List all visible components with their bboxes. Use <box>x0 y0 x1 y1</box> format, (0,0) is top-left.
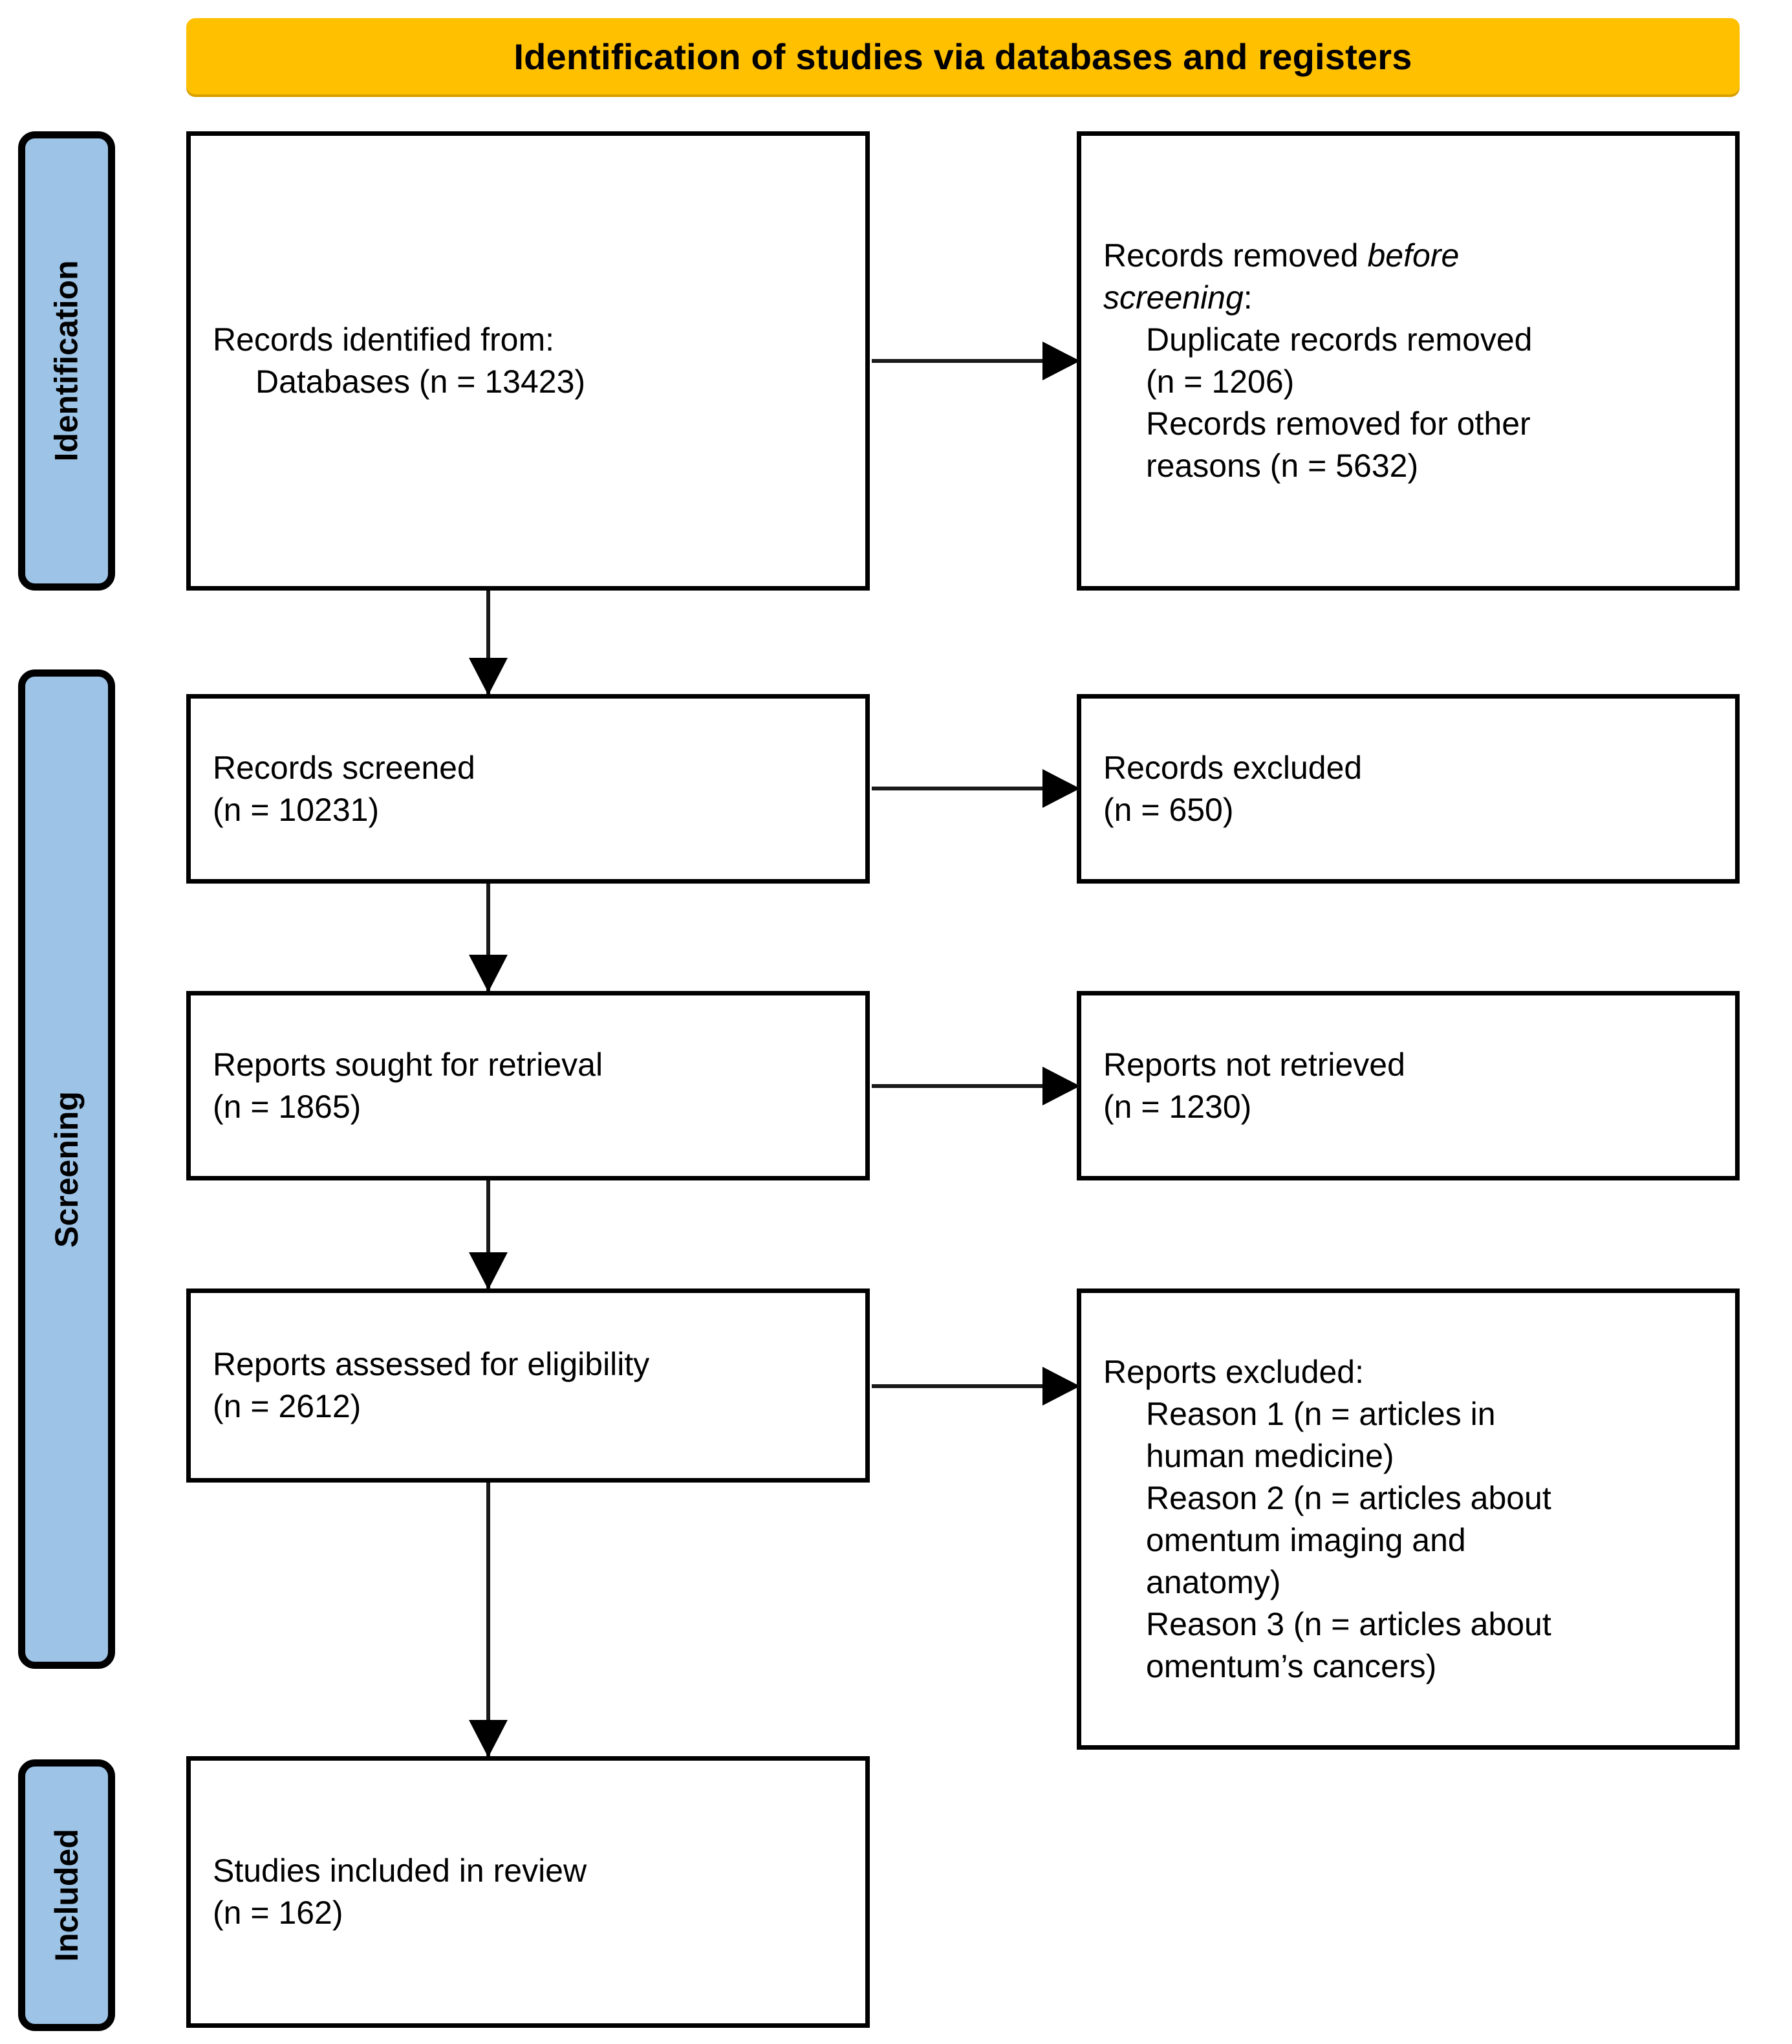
reports-excluded-reason-3-line-1: Reason 3 (n = articles about <box>1146 1605 1551 1642</box>
arrow-down-screened-to-sought-icon <box>486 884 490 991</box>
reports-excluded-reason-2-line-1: Reason 2 (n = articles about <box>1146 1479 1551 1516</box>
stage-screening-text: Screening <box>49 1091 85 1248</box>
arrow-right-identified-to-removed-icon <box>872 359 1079 363</box>
reports-excluded-reason-1-line-2: human medicine) <box>1146 1437 1394 1474</box>
stage-identification-text: Identification <box>49 260 85 462</box>
studies-included-line-1: Studies included in review <box>213 1853 587 1889</box>
records-removed-line-4: (n = 1206) <box>1146 364 1295 400</box>
reports-not-retrieved-line-1: Reports not retrieved <box>1103 1046 1405 1083</box>
reports-excluded-reason-1-line-1: Reason 1 (n = articles in <box>1146 1395 1496 1432</box>
records-removed-line-5: Records removed for other <box>1146 406 1531 442</box>
records-identified-line-2: Databases (n = 13423) <box>255 364 586 400</box>
records-removed-line-1: Records removed before <box>1103 235 1713 277</box>
box-records-excluded: Records excluded (n = 650) <box>1077 694 1740 884</box>
stage-label-screening: Screening <box>18 669 115 1669</box>
arrow-down-assessed-to-included-icon <box>486 1483 490 1756</box>
arrow-down-identified-to-screened-icon <box>486 591 490 694</box>
arrow-right-screened-to-excluded-icon <box>872 787 1079 790</box>
stage-included-text: Included <box>49 1829 85 1962</box>
box-reports-excluded: Reports excluded: Reason 1 (n = articles… <box>1077 1288 1740 1750</box>
records-excluded-line-2: (n = 650) <box>1103 791 1234 828</box>
arrow-down-sought-to-assessed-icon <box>486 1180 490 1288</box>
records-removed-line-1-text: Records removed <box>1103 237 1368 274</box>
records-excluded-line-1: Records excluded <box>1103 749 1363 786</box>
reports-excluded-reason-2-line-3: anatomy) <box>1146 1563 1281 1600</box>
reports-assessed-line-2: (n = 2612) <box>213 1388 362 1424</box>
box-reports-assessed-for-eligibility: Reports assessed for eligibility (n = 26… <box>186 1288 870 1483</box>
diagram-header-banner: Identification of studies via databases … <box>186 18 1740 94</box>
reports-sought-line-2: (n = 1865) <box>213 1088 362 1125</box>
records-screened-line-1: Records screened <box>213 749 475 786</box>
records-screened-line-2: (n = 10231) <box>213 791 380 828</box>
stage-label-included: Included <box>18 1759 115 2031</box>
records-removed-line-3: Duplicate records removed <box>1146 321 1533 358</box>
box-records-removed-before-screening: Records removed before screening: Duplic… <box>1077 131 1740 591</box>
records-removed-emphasis-before: before <box>1367 237 1460 274</box>
stage-label-identification: Identification <box>18 131 115 591</box>
reports-assessed-line-1: Reports assessed for eligibility <box>213 1346 650 1382</box>
records-removed-colon: : <box>1243 279 1253 316</box>
box-reports-sought-for-retrieval: Reports sought for retrieval (n = 1865) <box>186 991 870 1180</box>
arrow-right-assessed-to-excluded-icon <box>872 1384 1079 1388</box>
studies-included-line-2: (n = 162) <box>213 1895 343 1931</box>
reports-excluded-reason-2-line-2: omentum imaging and <box>1146 1521 1466 1558</box>
records-removed-line-2: screening: <box>1103 277 1713 319</box>
records-removed-emphasis-screening: screening <box>1103 279 1244 316</box>
records-removed-line-6: reasons (n = 5632) <box>1146 448 1419 484</box>
arrow-right-sought-to-not-retrieved-icon <box>872 1084 1079 1088</box>
page-title: Identification of studies via databases … <box>513 36 1412 77</box>
box-records-identified: Records identified from: Databases (n = … <box>186 131 870 591</box>
reports-excluded-reason-3-line-2: omentum’s cancers) <box>1146 1647 1437 1684</box>
reports-not-retrieved-line-2: (n = 1230) <box>1103 1088 1252 1125</box>
reports-excluded-line-1: Reports excluded: <box>1103 1353 1365 1390</box>
box-records-screened: Records screened (n = 10231) <box>186 694 870 884</box>
box-studies-included-in-review: Studies included in review (n = 162) <box>186 1756 870 2028</box>
box-reports-not-retrieved: Reports not retrieved (n = 1230) <box>1077 991 1740 1180</box>
reports-sought-line-1: Reports sought for retrieval <box>213 1046 603 1083</box>
records-identified-line-1: Records identified from: <box>213 321 555 358</box>
